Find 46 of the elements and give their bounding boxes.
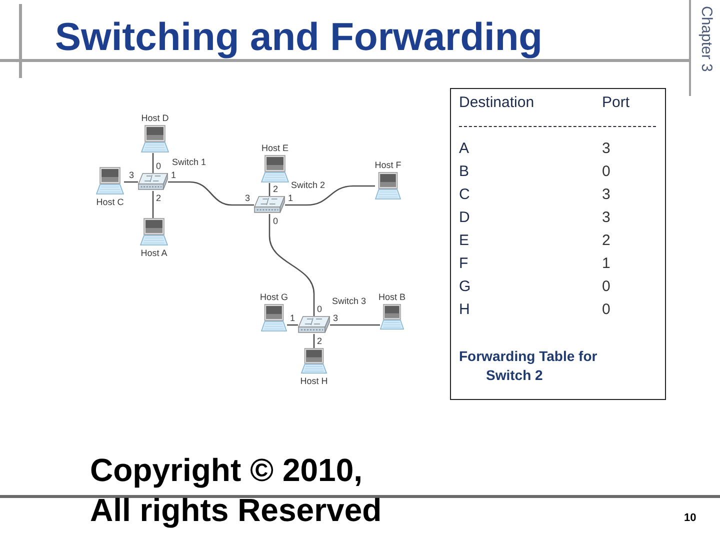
host-label: Host B (378, 292, 406, 302)
table-cell: F (459, 255, 468, 273)
port-number: 0 (273, 216, 278, 226)
port-number: 0 (317, 304, 322, 314)
column-header: Destination (459, 94, 534, 112)
host-label: Host A (140, 248, 168, 258)
table-cell: A (459, 140, 470, 158)
port-number: 1 (288, 193, 294, 203)
page-number: 10 (684, 512, 696, 525)
table-cell: 3 (602, 209, 610, 227)
port-number: 0 (156, 161, 162, 171)
table-cell: 3 (602, 140, 610, 158)
chapter-label: Chapter 3 (697, 6, 715, 72)
table-cell: 3 (602, 186, 610, 204)
host-label: Host E (262, 143, 288, 153)
port-number: 1 (290, 313, 296, 323)
table-cell: 0 (602, 163, 610, 181)
copyright-notice: Copyright © 2010, All rights Reserved (90, 451, 383, 530)
slide-title: Switching and Forwarding (55, 16, 542, 60)
table-cell: B (459, 163, 470, 181)
switch-label: Switch 3 (332, 296, 366, 306)
host-label: Host H (300, 376, 328, 386)
port-number: 3 (245, 193, 250, 203)
table-cell: E (459, 232, 470, 250)
table-cell: D (459, 209, 470, 227)
switch-label: Switch 1 (172, 157, 206, 167)
port-number: 2 (156, 193, 162, 203)
table-cell: G (459, 278, 471, 296)
port-number: 2 (317, 336, 322, 346)
port-number: 3 (333, 313, 338, 323)
table-cell: 2 (602, 232, 610, 250)
table-cell: 1 (602, 255, 610, 273)
host-label: Host G (260, 292, 288, 302)
table-cell: 0 (602, 301, 610, 319)
switch-label: Switch 2 (291, 180, 326, 190)
table-cell: C (459, 186, 470, 204)
port-number: 3 (129, 170, 134, 180)
port-number: 2 (273, 184, 278, 194)
host-label: Host C (96, 197, 124, 207)
table-caption: Forwarding Table for Switch 2 (459, 347, 598, 385)
port-number: 1 (171, 170, 176, 180)
host-label: Host D (141, 113, 169, 123)
table-cell: H (459, 301, 470, 319)
table-cell: 0 (602, 278, 610, 296)
host-label: Host F (374, 160, 402, 170)
column-header: Port (602, 94, 630, 112)
